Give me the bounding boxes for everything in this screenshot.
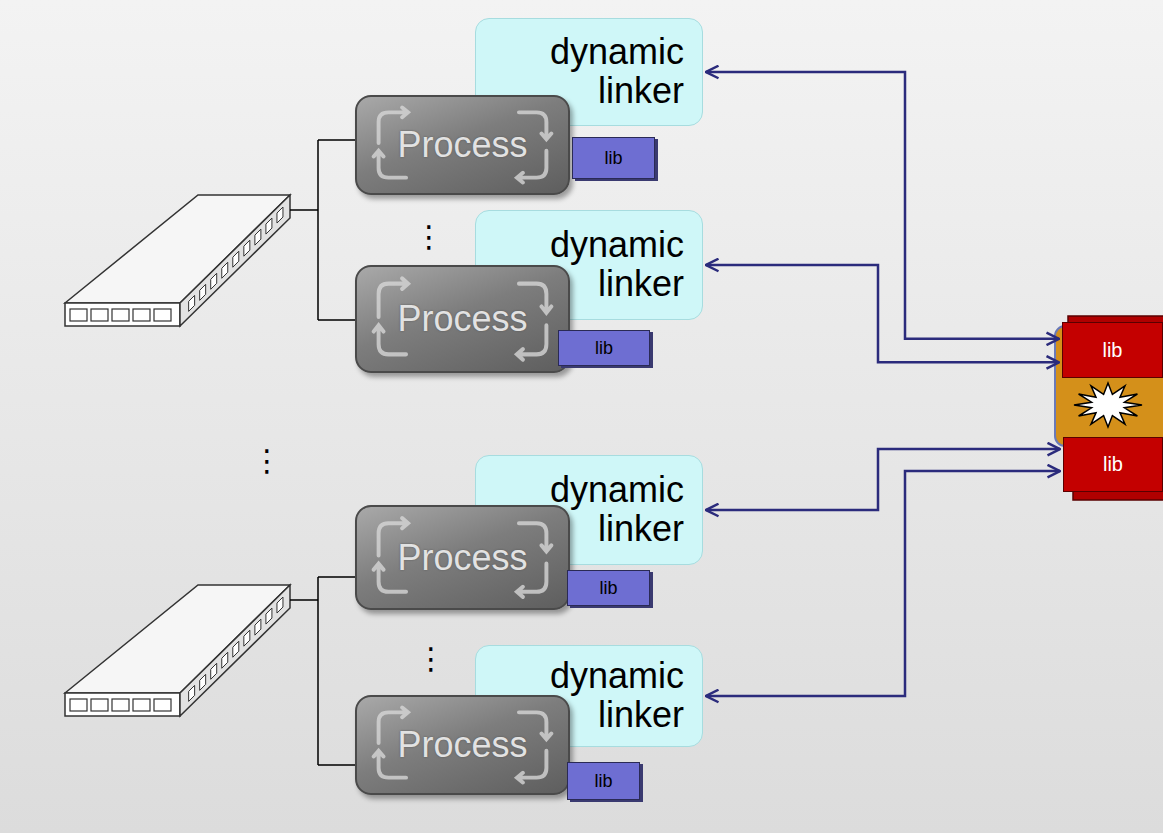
cycle-arrows <box>374 108 552 183</box>
drive-bay <box>112 699 129 711</box>
cycle-arrows <box>374 708 552 783</box>
drive-bay <box>133 309 150 321</box>
drive-bay <box>112 309 129 321</box>
process-box: Process <box>355 695 570 795</box>
cycle-arrows <box>374 518 552 597</box>
box-label: lib <box>599 578 617 599</box>
link-arrow <box>706 72 1059 339</box>
drive-bay <box>133 699 150 711</box>
drive-bay <box>91 699 108 711</box>
shared-library-box: lib <box>1062 322 1163 378</box>
port <box>189 685 195 701</box>
wire <box>290 577 355 765</box>
server-ports <box>70 597 283 711</box>
server-wires <box>290 140 355 765</box>
ellipsis-mark: ⋮ <box>414 222 444 252</box>
server-front <box>65 693 180 716</box>
port <box>266 608 272 624</box>
process-label: Process <box>397 537 527 579</box>
shared-library-box: lib <box>1063 437 1163 492</box>
server-blade <box>65 195 290 326</box>
cycle-arrows <box>374 278 552 359</box>
port <box>211 663 217 679</box>
drive-bay <box>154 699 171 711</box>
process-label: Process <box>397 298 527 340</box>
library-box: lib <box>567 762 640 800</box>
process-label: Process <box>397 724 527 766</box>
process-box: Process <box>355 265 570 373</box>
ellipsis-mark: ⋮ <box>252 446 282 476</box>
drive-bay <box>154 309 171 321</box>
drive-bay <box>91 309 108 321</box>
server-ports <box>70 207 283 321</box>
port <box>277 207 283 223</box>
port <box>211 273 217 289</box>
box-label: lib <box>595 338 613 359</box>
port <box>277 597 283 613</box>
server-side <box>180 195 290 326</box>
server-side <box>180 585 290 716</box>
link-arrow <box>706 265 1059 362</box>
port <box>222 652 228 668</box>
port <box>244 630 250 646</box>
port <box>233 641 239 657</box>
server-blade <box>65 585 290 716</box>
link-arrow <box>706 471 1060 696</box>
library-box: lib <box>572 137 655 179</box>
box-label: lib <box>1102 339 1122 362</box>
process-box: Process <box>355 95 570 195</box>
port <box>200 284 206 300</box>
link-arrow <box>706 449 1060 510</box>
wire <box>290 140 355 320</box>
library-box: lib <box>558 330 650 366</box>
port <box>233 251 239 267</box>
port <box>222 262 228 278</box>
drive-bay <box>70 309 87 321</box>
port <box>255 619 261 635</box>
box-label: lib <box>594 771 612 792</box>
box-label: lib <box>604 148 622 169</box>
ellipsis-mark: ⋮ <box>416 644 446 674</box>
drive-bay <box>70 699 87 711</box>
port <box>266 218 272 234</box>
port <box>255 229 261 245</box>
library-box: lib <box>567 570 650 606</box>
process-box: Process <box>355 505 570 610</box>
server-front <box>65 303 180 326</box>
port <box>200 674 206 690</box>
port <box>244 240 250 256</box>
conflict-burst <box>1074 383 1142 427</box>
process-label: Process <box>397 124 527 166</box>
box-label: lib <box>1103 453 1123 476</box>
port <box>189 295 195 311</box>
